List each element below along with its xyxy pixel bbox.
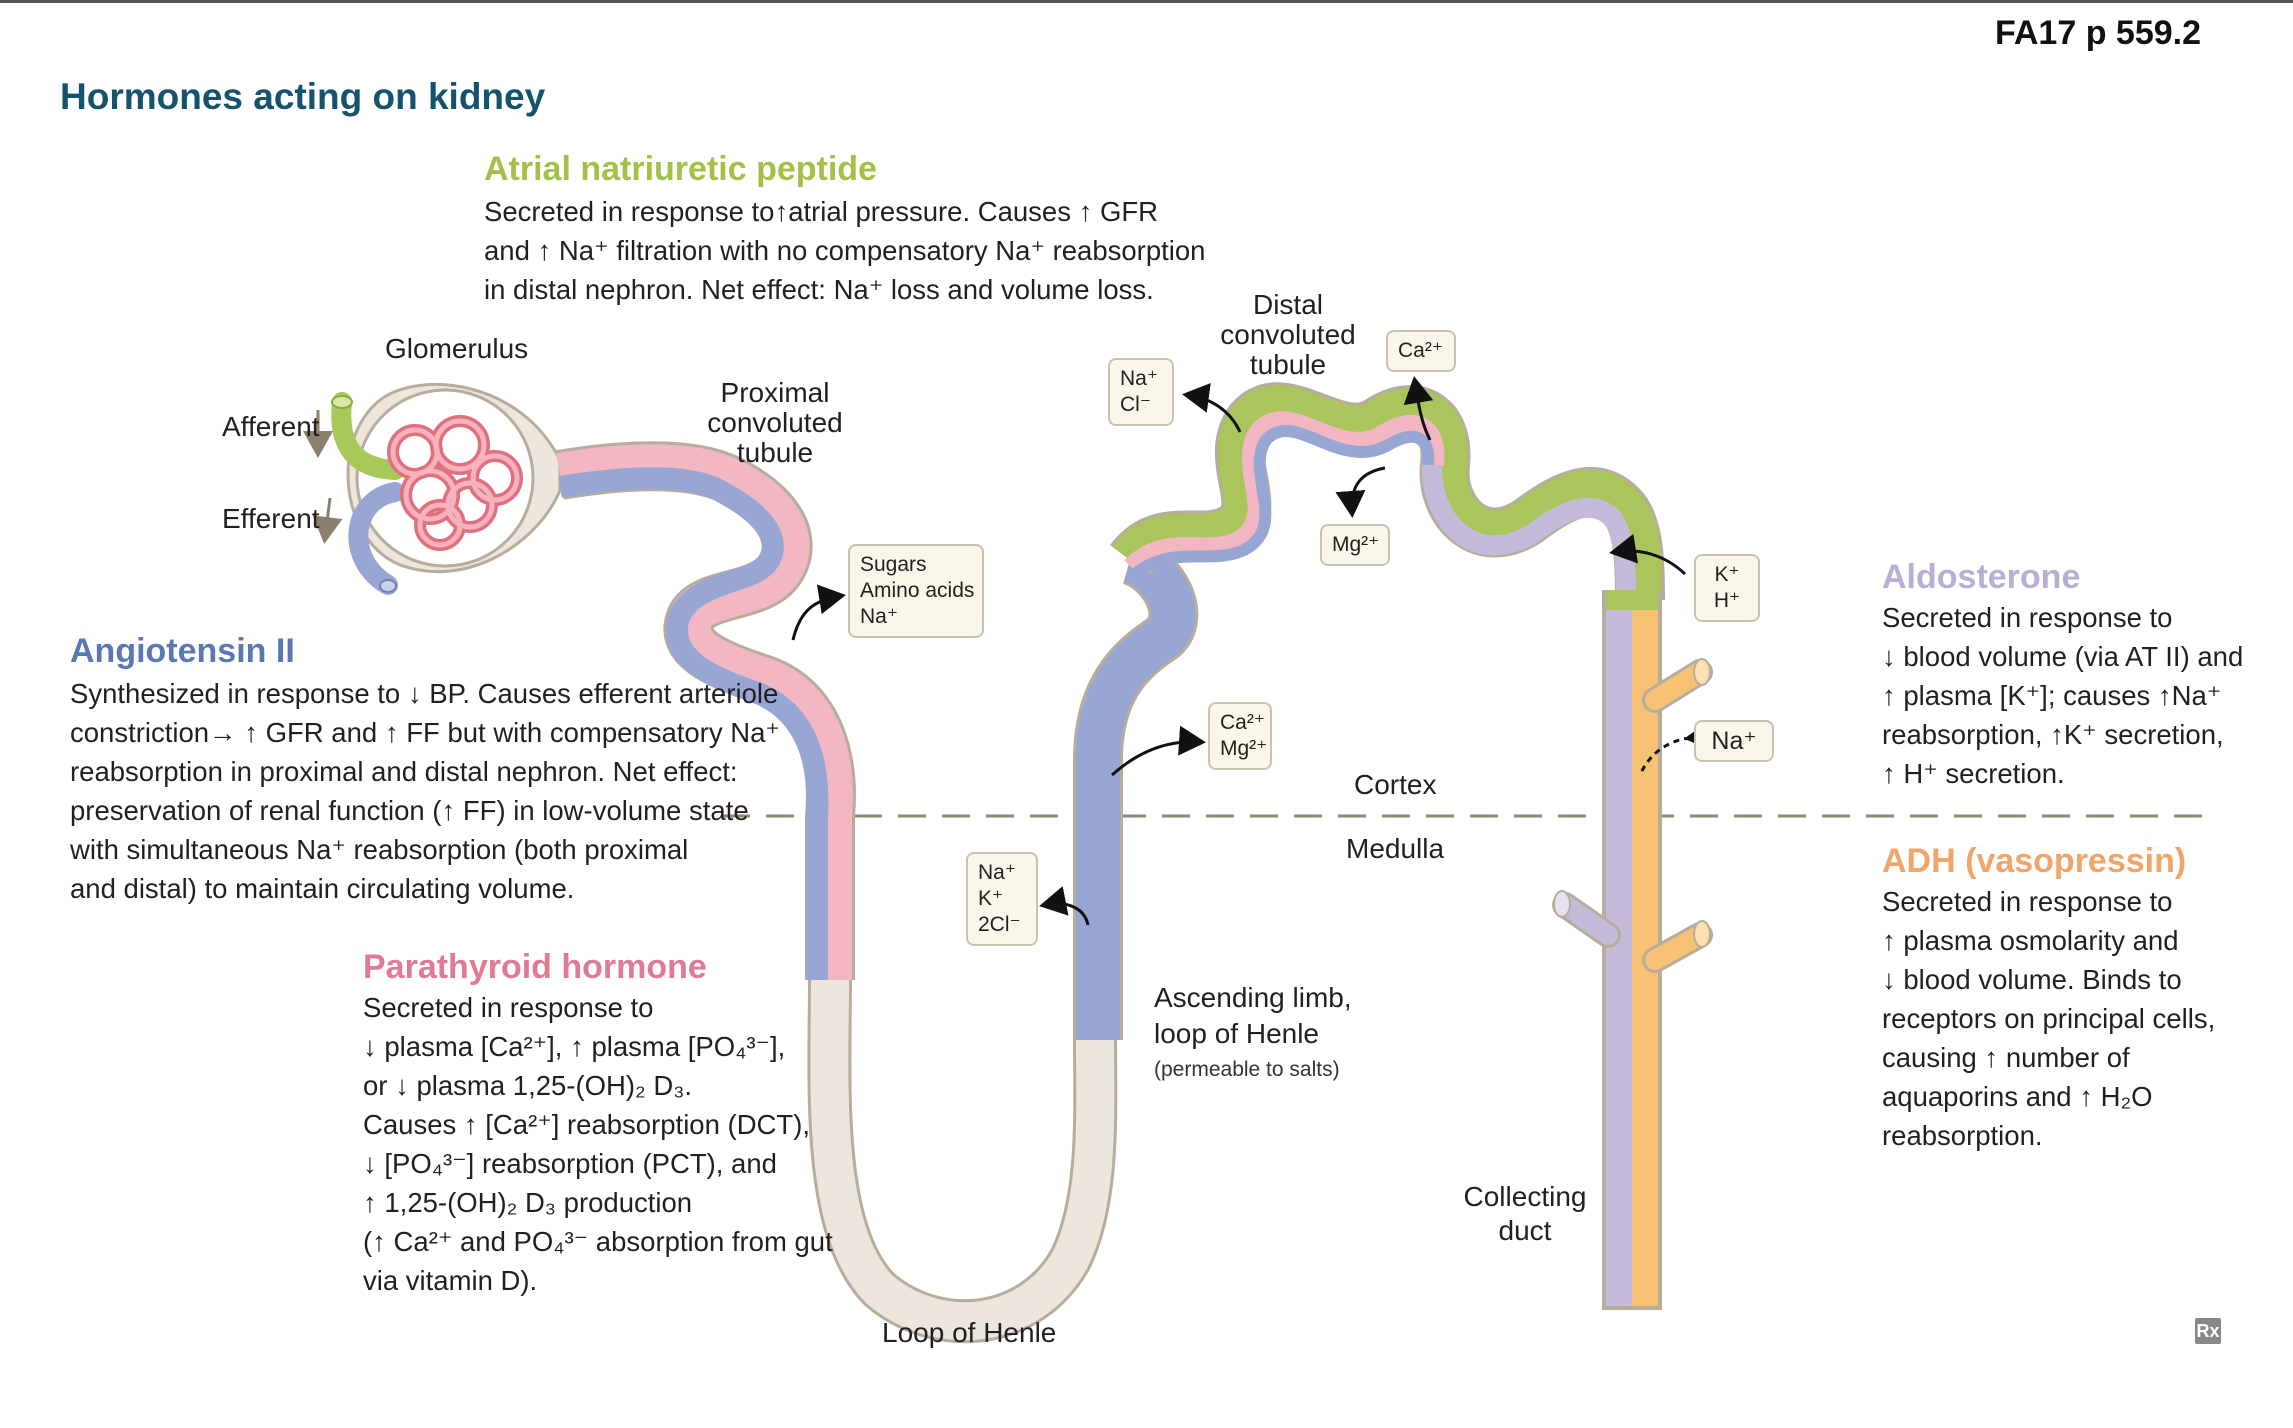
efferent-arteriole [348,482,405,595]
collecting-duct-lavender [1606,590,1632,1306]
pth-text: Secreted in response to↓ plasma [Ca²⁺], … [363,992,833,1296]
anp-heading: Atrial natriuretic peptide [484,150,877,188]
nkcc-box: Na⁺K⁺2Cl⁻ [966,852,1038,946]
distal-tubule-pink [1124,411,1445,572]
cortex-label: Cortex [1354,769,1437,800]
proximal-tubule-blue [558,467,829,980]
distal-tubule-green [1112,385,1662,601]
ascending-limb-note: (permeable to salts) [1154,1058,1340,1081]
medulla-label: Medulla [1346,833,1445,864]
arrow-dct-nacl [1182,382,1242,433]
efferent-label: Efferent [222,503,320,534]
loop-of-henle-thin [810,979,1115,1341]
pth-heading: Parathyroid hormone [363,948,707,986]
arrow-pct [791,584,846,641]
adh-heading: ADH (vasopressin) [1882,842,2187,880]
arrow-dct-mg [1335,466,1386,518]
arrow-cd-na [1638,720,1713,776]
arrow-dct-ca [1403,376,1434,441]
cd-na-box: Na⁺ [1694,720,1774,762]
adh-text: Secreted in response to↑ plasma osmolari… [1882,886,2216,1151]
afferent-arteriole [331,392,405,480]
arrow-nkcc [1039,886,1090,926]
dct-mg-box: Mg²⁺ [1320,524,1390,566]
ascending-limb-label: Ascending limb,loop of Henle (permeable … [1154,980,1352,1088]
glomerulus-label: Glomerulus [385,333,529,364]
angiotensin-heading: Angiotensin II [70,632,295,670]
aldosterone-heading: Aldosterone [1882,558,2081,596]
aldosterone-text: Secreted in response to↓ blood volume (v… [1882,602,2244,789]
afferent-label: Afferent [222,411,320,442]
rx-logo: Rx [2195,1318,2221,1344]
cd-kh-box: K⁺H⁺ [1694,554,1760,622]
angiotensin-text: Synthesized in response to ↓ BP. Causes … [70,678,780,904]
dct-ca-box: Ca²⁺ [1386,330,1456,372]
arrow-asc-ca-mg [1111,725,1206,777]
dct-nacl-box: Na⁺Cl⁻ [1108,358,1174,426]
ascending-limb [1076,538,1196,1040]
distal-tubule-blue [1125,425,1435,583]
page-title: Hormones acting on kidney [60,76,546,117]
loop-of-henle-label: Loop of Henle [882,1317,1057,1348]
anp-text: Secreted in response to↑atrial pressure.… [484,196,1206,305]
proximal-tubule-pink [556,444,853,980]
arrow-cd-kh [1609,533,1687,576]
page-reference: FA17 p 559.2 [1994,14,2201,52]
top-rule [0,0,2293,3]
ascending-ca-mg-box: Ca²⁺Mg²⁺ [1208,702,1272,770]
